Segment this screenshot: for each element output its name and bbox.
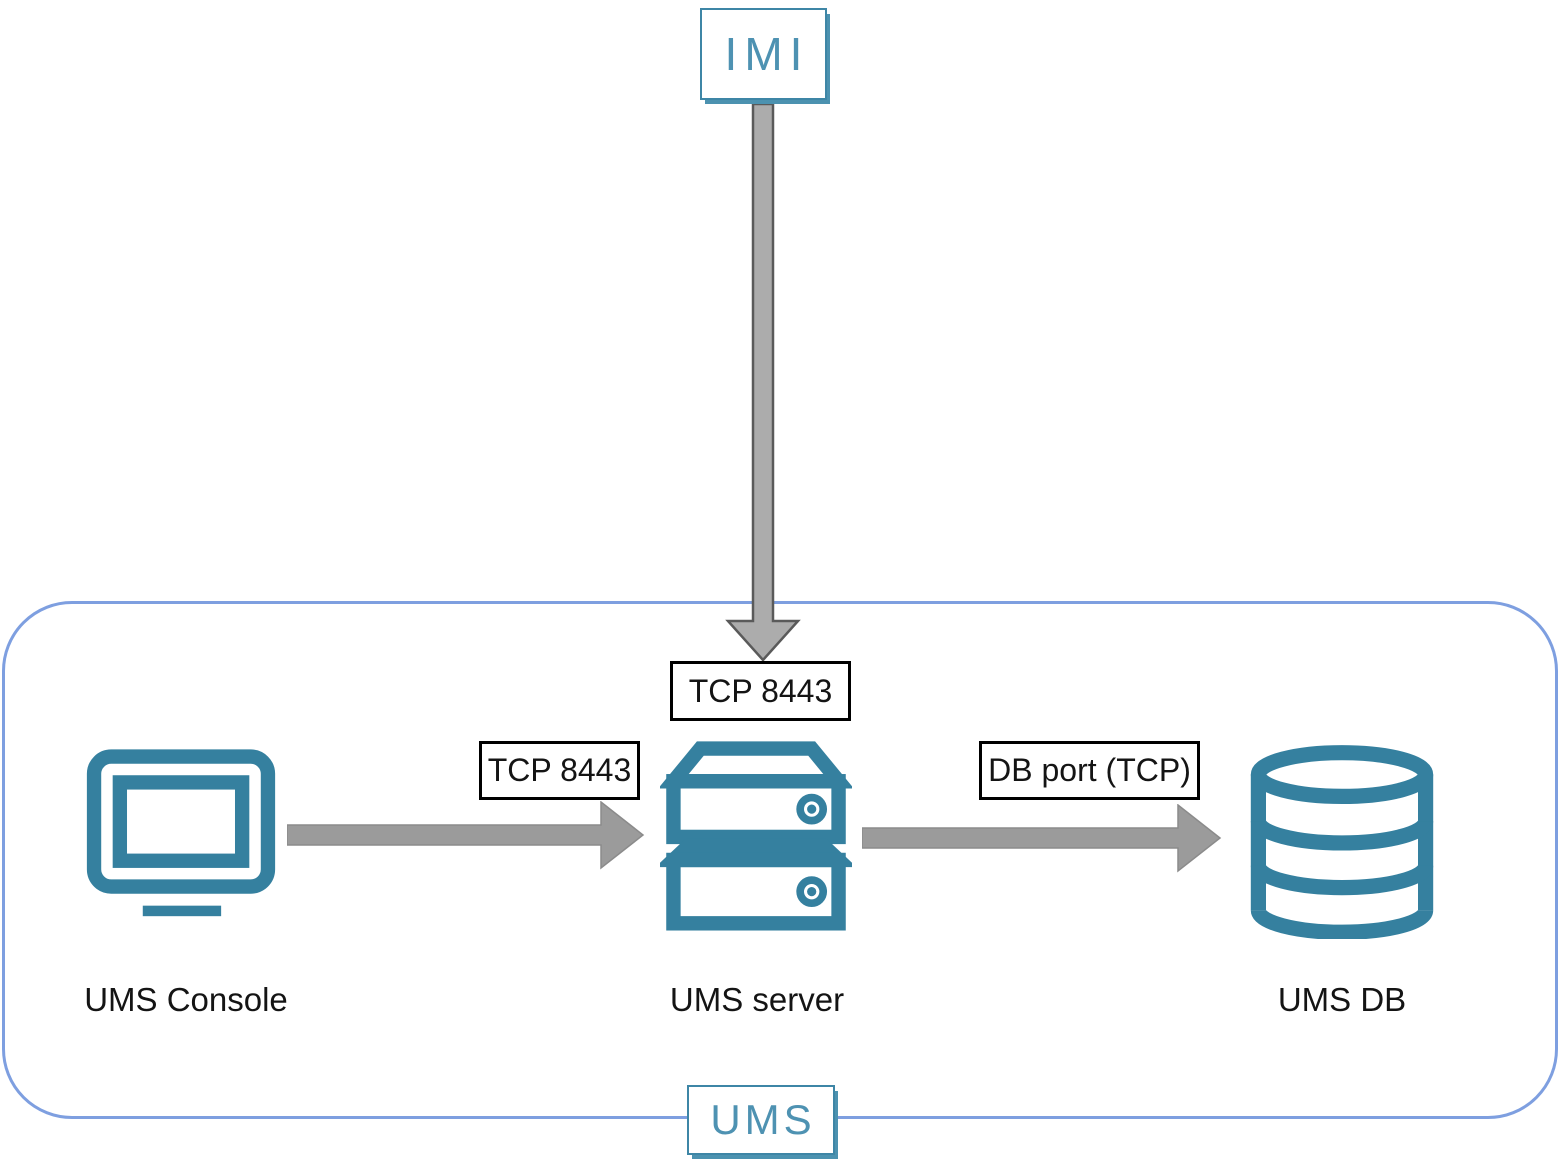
- ums-boundary-label: UMS: [710, 1096, 816, 1143]
- port-label-imi-to-server: TCP 8443: [670, 661, 851, 721]
- port-label-imi-to-server-text: TCP 8443: [688, 672, 833, 709]
- imi-node-label: IMI: [724, 28, 810, 80]
- arrow-server-to-db: [862, 804, 1222, 873]
- console-node-label: UMS Console: [84, 981, 288, 1018]
- ums-boundary-tag: UMS: [687, 1085, 835, 1155]
- port-label-server-to-db-text: DB port (TCP): [988, 752, 1191, 788]
- port-label-server-to-db: DB port (TCP): [979, 741, 1200, 800]
- db-node-label: UMS DB: [1277, 981, 1407, 1018]
- imi-node: IMI: [700, 8, 827, 100]
- port-label-console-to-server: TCP 8443: [479, 741, 640, 800]
- server-node-label: UMS server: [669, 981, 845, 1018]
- arrow-imi-to-server: [725, 103, 801, 662]
- database-icon: [1250, 745, 1434, 939]
- monitor-icon: [86, 749, 276, 917]
- port-label-console-to-server-text: TCP 8443: [487, 752, 632, 788]
- arrow-console-to-server: [287, 801, 645, 870]
- server-icon: [660, 741, 852, 931]
